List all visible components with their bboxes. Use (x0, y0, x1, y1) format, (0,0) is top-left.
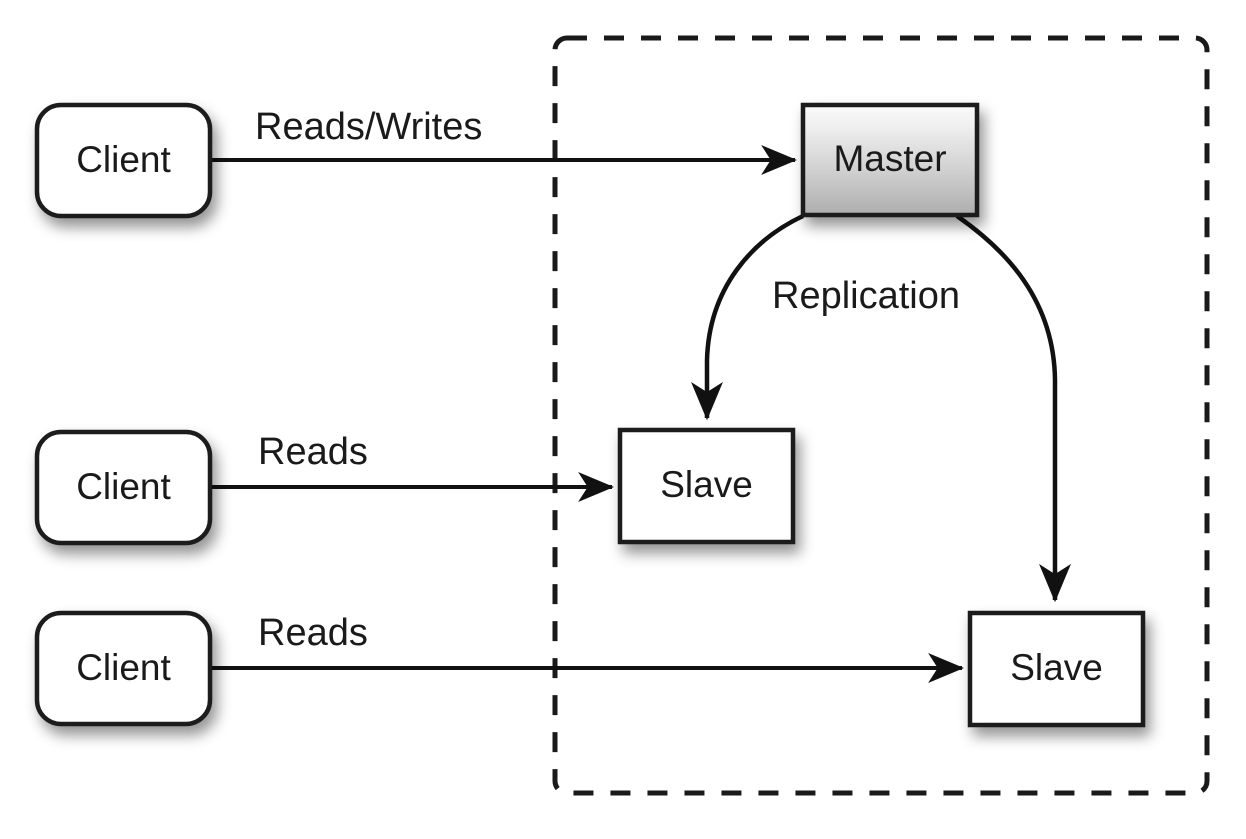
client-1-label: Client (76, 139, 171, 180)
master-box[interactable] (800, 102, 980, 218)
node-client-1[interactable]: Client (34, 102, 213, 219)
client-1-box[interactable] (34, 102, 213, 219)
replication-curve-right (955, 214, 1071, 603)
replication-curve-left (691, 213, 804, 421)
edge-label-reads-writes: Reads/Writes (255, 106, 482, 148)
edge-label-replication: Replication (772, 275, 960, 317)
node-master[interactable]: Master (800, 102, 980, 218)
client-2-box[interactable] (34, 429, 213, 546)
node-slave-2[interactable]: Slave (967, 610, 1146, 728)
node-slave-1[interactable]: Slave (617, 427, 796, 545)
edge-master-slave2 (955, 214, 1071, 603)
edge-label-reads-2: Reads (258, 612, 368, 654)
client-3-label: Client (76, 647, 171, 688)
edge-label-reads-1: Reads (258, 431, 368, 473)
slave-1-label: Slave (660, 464, 753, 505)
node-client-2[interactable]: Client (34, 429, 213, 546)
client-2-label: Client (76, 466, 171, 507)
slave-1-box[interactable] (617, 427, 796, 545)
master-label: Master (833, 138, 946, 179)
node-client-3[interactable]: Client (34, 610, 213, 727)
edge-master-slave1 (691, 213, 804, 421)
client-3-box[interactable] (34, 610, 213, 727)
database-cluster-boundary (552, 35, 1210, 796)
slave-2-label: Slave (1010, 647, 1103, 688)
slave-2-box[interactable] (967, 610, 1146, 728)
